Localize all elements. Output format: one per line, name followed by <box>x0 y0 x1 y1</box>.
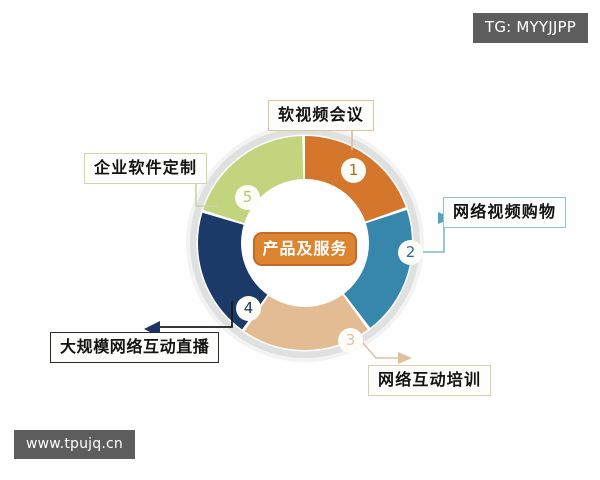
callout-label-5[interactable]: 企业软件定制 <box>84 153 208 184</box>
watermark-channel-tag-text: TG: MYYJJPP <box>484 18 576 36</box>
donut-segments <box>198 136 412 350</box>
callout-label-3[interactable]: 网络互动培训 <box>368 365 492 396</box>
segment-number-3-text: 3 <box>345 331 356 349</box>
segment-number-3[interactable]: 3 <box>338 328 363 353</box>
callout-label-1[interactable]: 软视频会议 <box>268 100 375 131</box>
center-label-text: 产品及服务 <box>262 239 348 258</box>
segment-number-1[interactable]: 1 <box>341 158 366 183</box>
segment-number-5[interactable]: 5 <box>235 185 260 210</box>
watermark-site-url: www.tpujq.cn <box>14 430 135 459</box>
donut-segment-1[interactable] <box>198 136 412 350</box>
callout-label-1-text: 软视频会议 <box>278 105 365 124</box>
watermark-site-url-text: www.tpujq.cn <box>26 436 123 452</box>
callout-label-2[interactable]: 网络视频购物 <box>443 197 567 228</box>
donut-segment-4[interactable] <box>198 136 412 350</box>
segment-number-5-text: 5 <box>242 188 253 206</box>
segment-number-4[interactable]: 4 <box>236 296 261 321</box>
center-label-pill: 产品及服务 <box>253 232 357 266</box>
callout-label-5-text: 企业软件定制 <box>94 158 198 177</box>
callout-label-4[interactable]: 大规模网络互动直播 <box>50 332 220 363</box>
callout-label-4-text: 大规模网络互动直播 <box>60 337 210 356</box>
callout-label-3-text: 网络互动培训 <box>378 370 482 389</box>
segment-number-2[interactable]: 2 <box>398 240 423 265</box>
watermark-channel-tag: TG: MYYJJPP <box>472 13 588 43</box>
callout-label-2-text: 网络视频购物 <box>453 202 557 221</box>
segment-number-2-text: 2 <box>405 243 416 261</box>
segment-number-1-text: 1 <box>348 161 359 179</box>
segment-number-4-text: 4 <box>243 299 254 317</box>
donut-segment-3[interactable] <box>198 136 412 350</box>
donut-segment-2[interactable] <box>198 136 412 350</box>
